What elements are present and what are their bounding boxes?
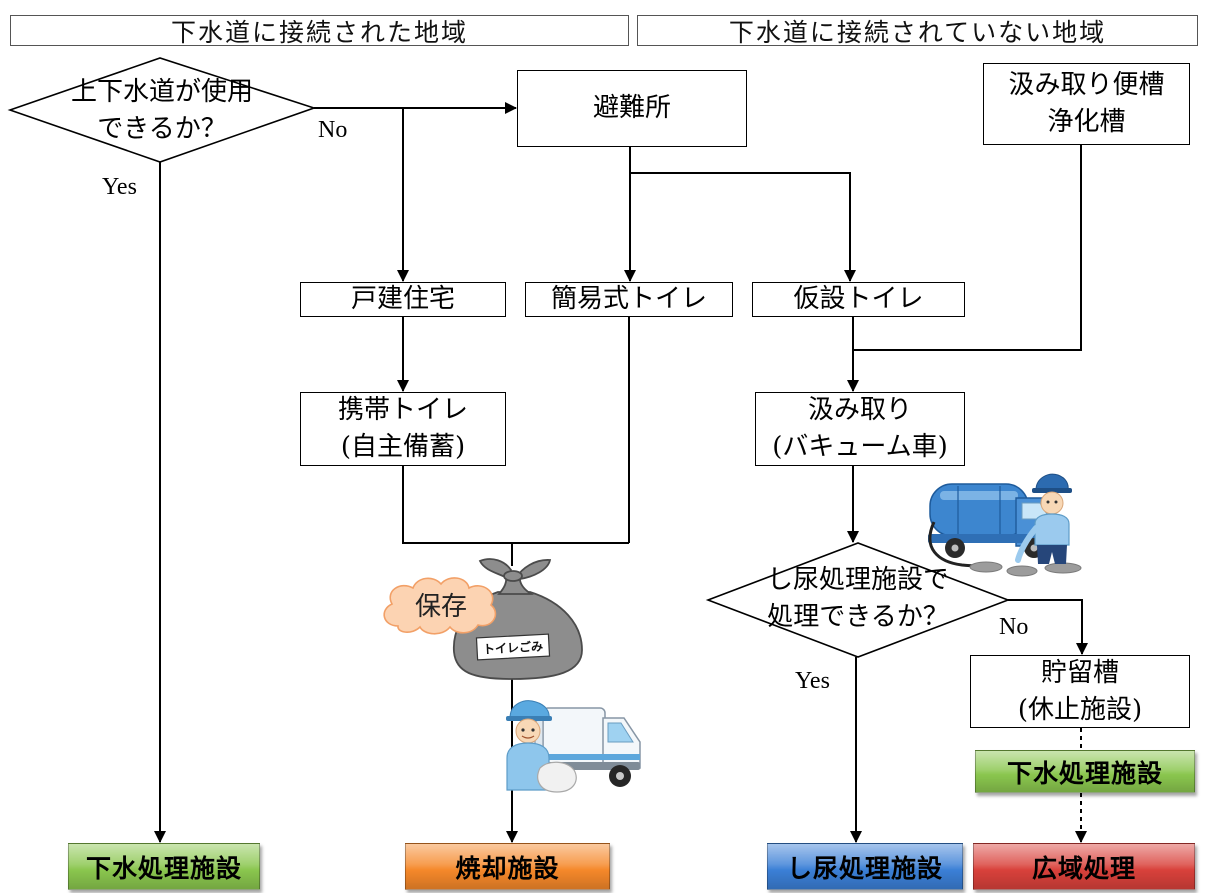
vacuum-worker-icon xyxy=(1015,473,1072,564)
connector-shelter-to-temporary-toilet xyxy=(630,172,856,282)
node-temporary-toilet: 仮設トイレ xyxy=(752,282,965,317)
node-collection: 汲み取り (バキューム車) xyxy=(755,392,965,466)
storage-cloud: 保存 xyxy=(383,577,497,635)
node-shelter: 避難所 xyxy=(517,70,747,147)
node-detached-house: 戸建住宅 xyxy=(300,282,506,317)
storage-cloud-label: 保存 xyxy=(415,592,467,622)
node-sewage-plant-intermediate: 下水処理施設 xyxy=(975,750,1195,793)
bag-label-text: トイレごみ xyxy=(483,638,544,656)
destination-wide-area: 広域処理 xyxy=(973,843,1195,890)
node-shelter-label: 避難所 xyxy=(592,93,671,123)
destination-sewage-plant: 下水処理施設 xyxy=(68,843,260,890)
manhole-cover-icon xyxy=(1006,565,1038,577)
node-simple-toilet-label: 簡易式トイレ xyxy=(550,284,707,314)
node-septic-tank: 汲み取り便槽 浄化槽 xyxy=(983,63,1190,145)
connector-septic-to-collection xyxy=(853,145,1082,351)
node-storage-tank: 貯留槽 (休止施設) xyxy=(970,655,1190,728)
node-portable-toilet-line2: (自主備蓄) xyxy=(340,432,466,462)
decision-night-soil-yes-label: Yes xyxy=(795,668,830,694)
connector-night-soil-no-to-storage-tank xyxy=(1008,599,1088,655)
node-simple-toilet: 簡易式トイレ xyxy=(525,282,733,317)
manhole-cover-icon xyxy=(1044,562,1082,574)
vacuum-truck-illustration xyxy=(928,473,1082,577)
garbage-truck-illustration xyxy=(506,700,641,793)
node-temporary-toilet-label: 仮設トイレ xyxy=(793,284,924,314)
decision-night-soil-no-label: No xyxy=(999,614,1029,640)
carried-bag-icon xyxy=(537,761,577,793)
node-storage-tank-line1: 貯留槽 xyxy=(1040,657,1119,688)
decision-sewer-line1: 上下水道が使用 xyxy=(70,77,253,107)
decision-sewer-no-label: No xyxy=(318,117,348,143)
node-collection-line1: 汲み取り xyxy=(807,395,912,425)
manhole-cover-icon xyxy=(969,561,1003,573)
decision-night-soil-text: し尿処理施設で 処理できるか？ xyxy=(733,562,983,636)
node-detached-house-label: 戸建住宅 xyxy=(350,284,455,314)
bag-knot xyxy=(503,570,523,582)
node-portable-toilet: 携帯トイレ (自主備蓄) xyxy=(300,392,506,466)
connector-portable-toilet-to-storage xyxy=(402,465,629,544)
bag-right-ear xyxy=(514,559,552,580)
bag-left-ear xyxy=(478,558,513,580)
node-septic-line1: 汲み取り便槽 xyxy=(1008,70,1165,100)
destination-night-soil-plant: し尿処理施設 xyxy=(767,843,963,890)
decision-night-soil-line1: し尿処理施設で xyxy=(766,565,949,595)
cloud-icon xyxy=(383,577,497,635)
region-header-not-connected: 下水道に接続されていない地域 xyxy=(637,15,1198,47)
node-portable-toilet-line1: 携帯トイレ xyxy=(337,395,468,425)
decision-night-soil-line2: 処理できるか？ xyxy=(767,602,949,632)
region-header-connected: 下水道に接続された地域 xyxy=(10,15,629,47)
node-septic-line2: 浄化槽 xyxy=(1047,107,1126,137)
node-collection-line2: (バキューム車) xyxy=(772,432,948,462)
bag-label: トイレごみ xyxy=(475,633,551,661)
vacuum-truck-icon xyxy=(928,483,1060,558)
decision-sewer-text: 上下水道が使用 できるか？ xyxy=(37,74,287,148)
decision-sewer-yes-label: Yes xyxy=(102,174,137,200)
node-storage-tank-line2: (休止施設) xyxy=(1017,694,1143,725)
destination-incineration: 焼却施設 xyxy=(405,843,610,890)
decision-sewer-line2: できるか？ xyxy=(97,114,227,144)
